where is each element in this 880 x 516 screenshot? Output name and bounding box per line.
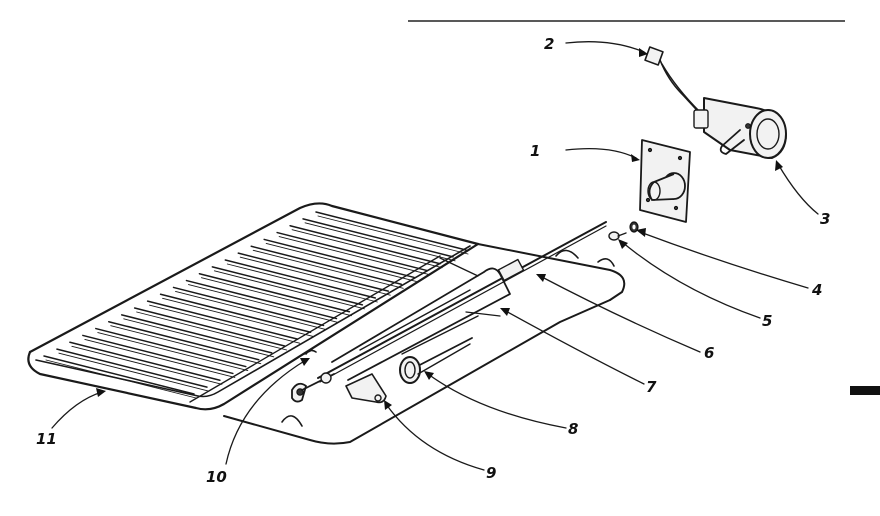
leader-9 [385,403,485,471]
callout-6: 6 [704,344,714,362]
rack-bar-shadow [110,325,262,365]
callout-3: 3 [820,210,830,228]
arrow-3 [775,160,783,171]
rack-bar [172,286,325,327]
rack-bar [82,334,234,375]
rack-bar-shadow [317,215,469,255]
rack-bar-shadow [291,229,443,269]
rack-bar [43,355,195,395]
arrow-11 [96,388,106,397]
rack-bar-shadow [239,256,391,296]
rack-bar-shadow [45,359,197,399]
leader-5 [621,241,761,319]
arrow-8 [424,371,434,380]
rotisserie-motor [693,97,787,159]
leader-3 [777,163,819,215]
spit-fork [331,257,511,381]
rack-bar [276,231,428,272]
rack-bar [237,252,390,292]
leader-1 [565,148,637,159]
arrow-1 [631,154,640,162]
rack-bar [108,320,260,361]
rack-bar-shadow [278,236,430,276]
arrow-7 [500,308,510,316]
rack-bar [250,245,402,286]
callout-7: 7 [646,378,657,396]
arrow-4 [636,228,646,237]
rack-bar-shadow [304,222,456,262]
rack-bar [289,224,441,265]
screw [608,231,627,241]
callout-9: 9 [486,464,496,482]
callout-2: 2 [544,35,554,53]
rack-support-frame [223,243,626,445]
rack-bar-shadow [71,345,223,385]
rack-bar [146,300,299,340]
washer [629,221,639,233]
rack-bar-shadow [123,318,275,358]
rack-bar-shadow [252,249,404,289]
leader-11 [51,391,103,429]
arrow-10 [300,358,310,366]
rack-bar [95,327,247,368]
rack-bar-shadow [213,270,365,310]
rack-bar-shadow [84,338,236,378]
leader-10 [225,359,307,465]
rack-bar [224,259,377,299]
rack-bar [198,272,351,313]
callout-10: 10 [206,468,227,486]
rack-bar [120,314,273,354]
handle-bracket [345,373,387,404]
page-edge-mark [850,386,880,395]
arrow-5 [618,239,628,249]
rack-bars [43,211,469,399]
rack-bar [302,218,454,258]
rack-bar-shadow [175,290,326,330]
leader-lines [51,41,819,471]
rack-bar-shadow [149,304,301,344]
rack-bar-shadow [58,352,210,392]
callout-8: 8 [568,420,578,438]
rack-bar [69,341,221,382]
leader-6 [539,275,701,353]
rack-bar-shadow [200,277,352,317]
arrow-6 [536,274,546,282]
wire-connector [644,46,707,121]
rack-bar [263,238,415,279]
rack-bar-shadow [226,263,378,303]
rack-bar [211,266,364,306]
rack-bar [315,211,467,251]
leader-8 [427,373,567,429]
mounting-bracket [639,139,691,223]
arrow-2 [639,48,648,57]
meat-fork [399,337,473,384]
rack-bar-shadow [188,284,339,324]
rack-bar [56,348,208,388]
rack-bar [185,279,338,320]
rack-bar-shadow [162,297,314,337]
rack-bar [133,307,286,347]
leader-7 [503,309,645,385]
rack-bar-shadow [136,311,288,351]
rack-bar-shadow [97,332,249,372]
arrow-9 [384,400,392,410]
callout-4: 4 [811,281,822,299]
callout-labels: 1 2 3 4 5 6 7 8 9 10 11 [36,35,830,486]
leader-2 [565,41,645,53]
callout-1: 1 [530,142,540,160]
oven-rack [27,202,480,411]
callout-5: 5 [762,312,772,330]
callout-11: 11 [36,430,57,448]
thumb-screw [291,349,335,403]
rack-bar-shadow [265,242,417,282]
rack-bar [159,293,312,334]
leader-4 [639,231,809,289]
